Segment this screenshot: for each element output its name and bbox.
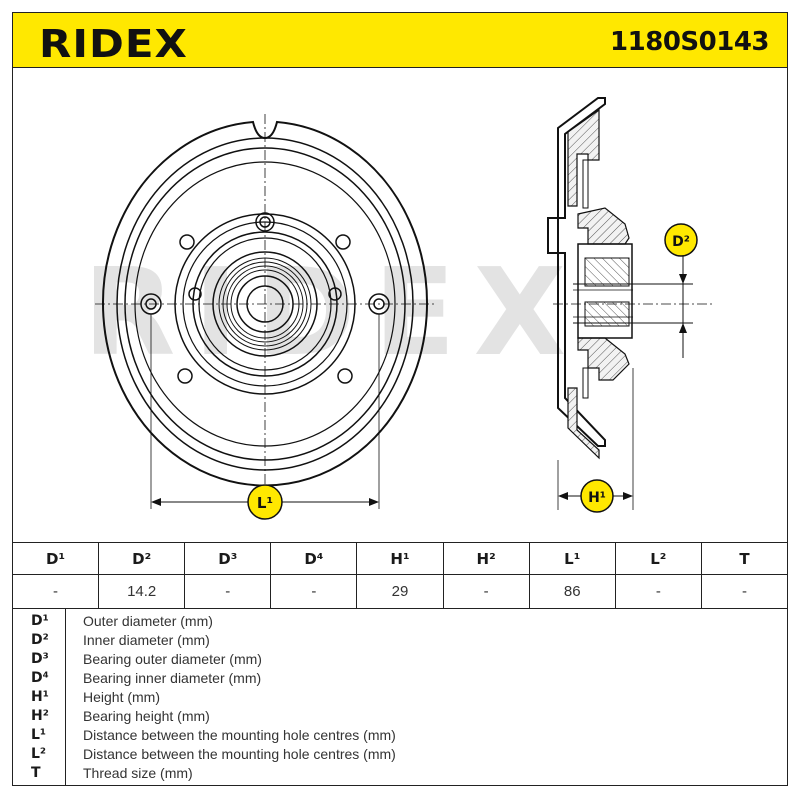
legend-key: D¹: [31, 613, 49, 629]
header-bar: RIDEX 1180S0143: [12, 12, 788, 68]
value-cell: 29: [356, 574, 444, 609]
dimension-badge-d2: D²: [664, 223, 698, 257]
brand-logo: RIDEX: [39, 20, 188, 67]
legend-desc: Height (mm): [83, 689, 161, 705]
dimension-badge-l1: L¹: [247, 484, 283, 520]
part-number: 1180S0143: [610, 27, 769, 57]
legend-desc: Inner diameter (mm): [83, 632, 210, 648]
value-cell: -: [700, 574, 789, 609]
col-header: D³: [184, 542, 272, 575]
col-header: D²: [98, 542, 186, 575]
label-d2: D²: [672, 234, 690, 250]
drawing-canvas: RIDEX: [83, 97, 713, 520]
legend-item: L² Distance between the mounting hole ce…: [13, 746, 789, 765]
col-header: D⁴: [270, 542, 358, 575]
legend-item: L¹ Distance between the mounting hole ce…: [13, 727, 789, 746]
value-cell: -: [270, 574, 358, 609]
legend-desc: Distance between the mounting hole centr…: [83, 727, 396, 743]
legend-item: T Thread size (mm): [13, 765, 789, 784]
col-header: H¹: [356, 542, 444, 575]
legend-key: D³: [31, 651, 49, 667]
legend-desc: Bearing outer diameter (mm): [83, 651, 262, 667]
col-header: L¹: [528, 542, 616, 575]
legend-key: L¹: [31, 727, 47, 743]
legend-item: D³ Bearing outer diameter (mm): [13, 651, 789, 670]
side-section-view: [547, 97, 713, 510]
legend-key: H¹: [31, 689, 49, 705]
legend-desc: Outer diameter (mm): [83, 613, 213, 629]
label-l1: L¹: [257, 494, 273, 512]
legend-key: T: [31, 765, 41, 781]
value-cell: -: [184, 574, 272, 609]
technical-drawing: RIDEX: [12, 68, 788, 542]
col-header: H²: [442, 542, 530, 575]
legend-key: H²: [31, 708, 49, 724]
specs-header-row: D¹ D² D³ D⁴ H¹ H² L¹ L² T: [11, 542, 789, 575]
outer-plate: [102, 120, 428, 487]
legend-divider: [65, 608, 66, 785]
value-cell: 14.2: [98, 574, 186, 609]
label-h1: H¹: [588, 490, 606, 506]
value-cell: -: [11, 574, 100, 609]
legend-desc: Distance between the mounting hole centr…: [83, 746, 396, 762]
legend-desc: Bearing inner diameter (mm): [83, 670, 262, 686]
legend-key: D²: [31, 632, 49, 648]
col-header: L²: [614, 542, 702, 575]
value-cell: -: [614, 574, 702, 609]
legend-key: L²: [31, 746, 47, 762]
legend-item: D² Inner diameter (mm): [13, 632, 789, 651]
legend: D¹ Outer diameter (mm) D² Inner diameter…: [12, 608, 788, 786]
legend-desc: Bearing height (mm): [83, 708, 210, 724]
value-cell: -: [442, 574, 530, 609]
legend-item: H² Bearing height (mm): [13, 708, 789, 727]
dimension-badge-h1: H¹: [580, 479, 614, 513]
specs-table: D¹ D² D³ D⁴ H¹ H² L¹ L² T - 14.2 - - 29 …: [11, 542, 789, 609]
value-cell: 86: [528, 574, 616, 609]
legend-item: H¹ Height (mm): [13, 689, 789, 708]
legend-desc: Thread size (mm): [83, 765, 193, 781]
specs-value-row: - 14.2 - - 29 - 86 - -: [11, 574, 789, 609]
front-view: [95, 114, 435, 509]
col-header: D¹: [11, 542, 100, 575]
col-header: T: [700, 542, 789, 575]
legend-item: D⁴ Bearing inner diameter (mm): [13, 670, 789, 689]
legend-item: D¹ Outer diameter (mm): [13, 613, 789, 632]
legend-key: D⁴: [31, 670, 49, 686]
